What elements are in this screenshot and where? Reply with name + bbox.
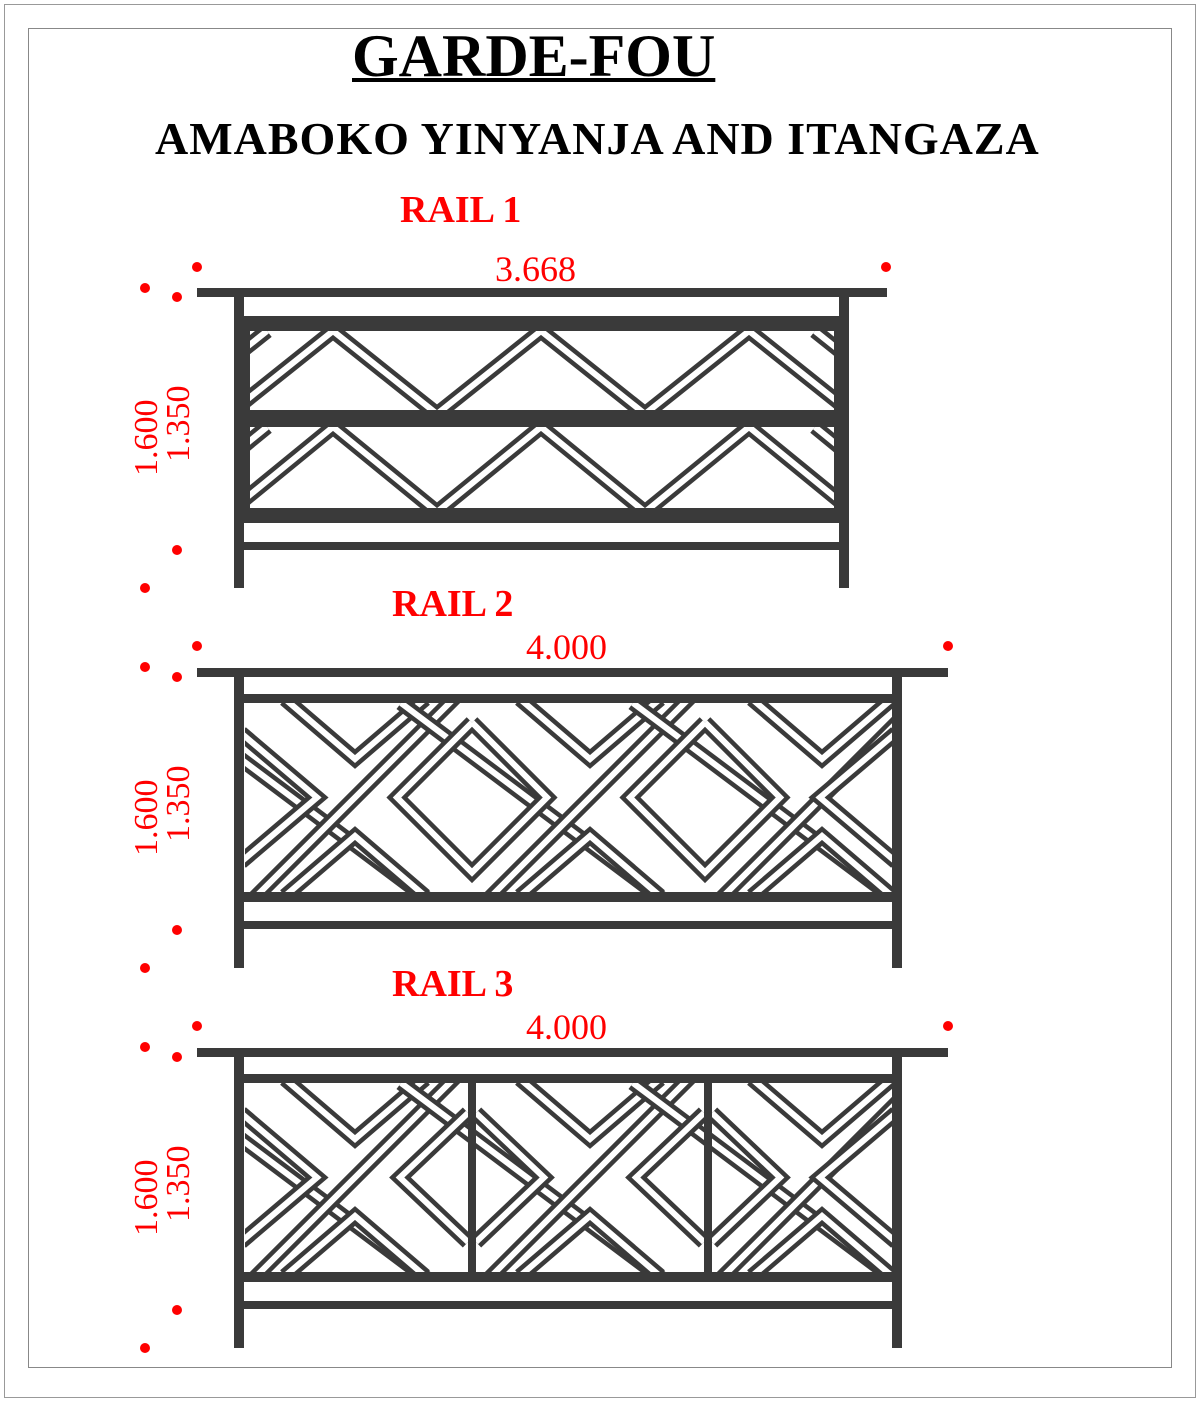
bar-gap [491,703,689,892]
bar-gap [256,1083,454,1272]
rail-3-top-handrail [197,1048,948,1057]
sheet-border [4,4,1196,1398]
bar-gap [752,832,892,892]
rail-2-label: RAIL 2 [392,583,514,625]
rail-3-vertical-divider [704,1083,712,1272]
drawing-border [28,28,1172,1368]
rail-3-panel-height-dimension: 1.350 [160,1145,197,1223]
bar-gap [752,1212,892,1272]
bar-outline [250,427,834,508]
drawing-title: GARDE-FOU [352,23,716,89]
rail-1-right-post [839,292,849,588]
rail-1-upper-bar [244,316,844,331]
bar-gap [395,1110,471,1245]
bar-gap [520,703,660,763]
dimension-point [140,283,150,293]
bar-gap [285,703,425,763]
bar-gap [752,703,892,763]
bar-outline [470,1107,555,1248]
bar-gap [813,427,834,447]
rail-3-vertical-divider [468,1083,476,1272]
bar-gap [392,720,552,877]
dimension-point [140,1042,150,1052]
panel-infill [250,331,834,410]
bar-gap [815,1112,892,1243]
bar-gap [256,703,454,892]
bar-gap [815,732,892,863]
dimension-point [172,1052,182,1062]
dimension-point [192,1021,202,1031]
bar-gap [285,1083,425,1143]
rail-2-width-dimension: 4.000 [526,627,607,667]
rail-3-width-dimension: 4.000 [526,1007,607,1047]
bar-gap [285,832,425,892]
bar-gap [813,331,834,351]
dimension-point [172,1305,182,1315]
bar-gap [709,1110,785,1245]
bar-outline [250,331,834,410]
rail-2-upper-bar [244,694,894,703]
bar-gap [245,1112,322,1243]
rail-2-left-post [234,672,244,968]
rail-2-top-handrail [197,668,948,677]
panel-infill [250,427,834,508]
bar-gap [520,832,660,892]
rail-1-inner-right [834,316,840,523]
dimension-point [192,262,202,272]
rail-3-left-post [234,1052,244,1348]
bar-gap [285,1212,425,1272]
drawing-subtitle: AMABOKO YINYANJA AND ITANGAZA [155,113,1040,164]
rail-2-bottom-bar [244,921,894,929]
rail-2-panel-height-dimension: 1.350 [160,765,197,843]
dimension-point [140,963,150,973]
bar-gap [473,1110,549,1245]
dimension-point [140,1343,150,1353]
panel-infill [245,703,892,892]
dimension-point [140,583,150,593]
rail-1-middle-bar [244,410,844,427]
bar-gap [245,732,322,863]
rail-1-left-post [234,292,244,588]
bar-gap [520,1212,660,1272]
bar-outline [625,1107,710,1248]
dimension-point [172,292,182,302]
rail-3-bottom-bar [244,1301,894,1309]
dimension-point [192,641,202,651]
rail-3-right-post [892,1052,902,1348]
bar-gap [491,1083,689,1272]
dimension-point [943,641,953,651]
rail-1-label: RAIL 1 [400,189,522,231]
rail-1-panel-height-dimension: 1.350 [160,385,197,463]
rail-1-inner-left [244,316,250,523]
rail-3-upper-bar [244,1074,894,1083]
dimension-point [172,925,182,935]
rail-3-label: RAIL 3 [392,963,514,1005]
dimension-point [943,1021,953,1031]
dimension-point [172,672,182,682]
rail-2-lower-bar [244,892,894,902]
rail-1-width-dimension: 3.668 [495,249,576,289]
bar-gap [625,720,785,877]
rail-3-lower-bar [244,1272,894,1282]
panel-infill [245,1083,892,1272]
bar-gap [631,1110,707,1245]
rail-1-lower-bar [244,508,844,523]
rail-1-top-handrail [197,288,887,297]
rail-2-right-post [892,672,902,968]
dimension-point [172,545,182,555]
bar-gap [752,1083,892,1143]
rail-1-bottom-bar [244,542,844,550]
dimension-point [881,262,891,272]
bar-gap [520,1083,660,1143]
dimension-point [140,662,150,672]
